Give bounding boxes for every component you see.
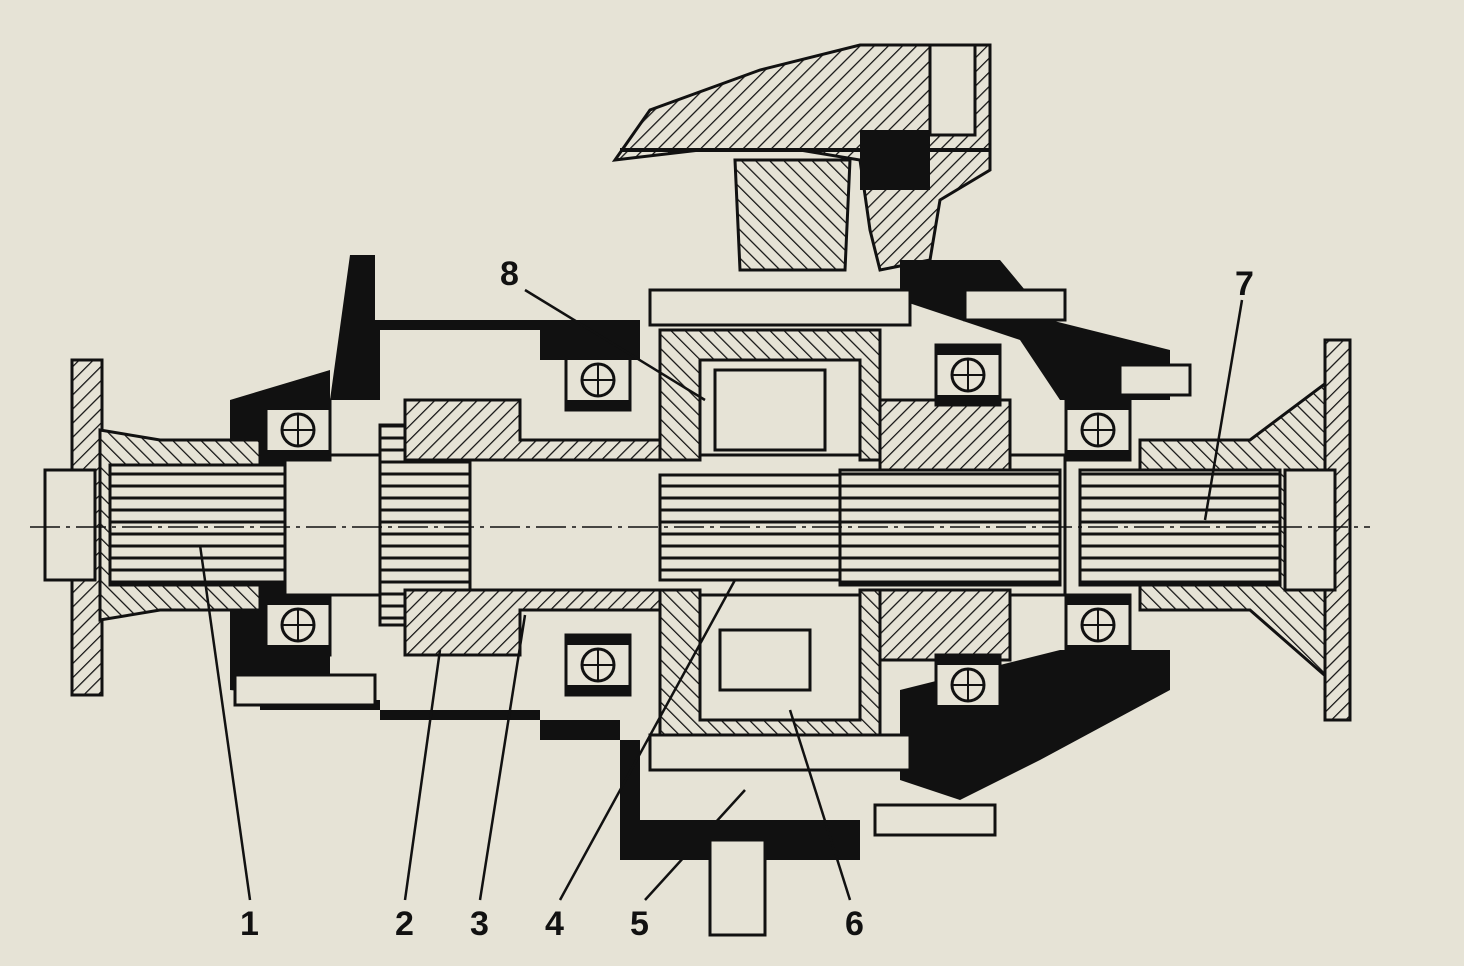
label-3: 3 <box>470 905 489 943</box>
drain-plug <box>708 838 767 937</box>
label-4: 4 <box>545 905 564 943</box>
label-8: 8 <box>500 255 519 293</box>
upper-housing <box>611 43 992 272</box>
differential-carrier-top <box>658 328 882 462</box>
label-5: 5 <box>630 905 649 943</box>
input-shaft-splines <box>108 463 287 587</box>
leader-lines <box>198 288 1244 901</box>
label-1: 1 <box>240 905 259 943</box>
label-6: 6 <box>845 905 864 943</box>
label-2: 2 <box>395 905 414 943</box>
planet-gear <box>713 368 827 452</box>
label-7: 7 <box>1235 265 1254 303</box>
bolts <box>233 288 1192 937</box>
